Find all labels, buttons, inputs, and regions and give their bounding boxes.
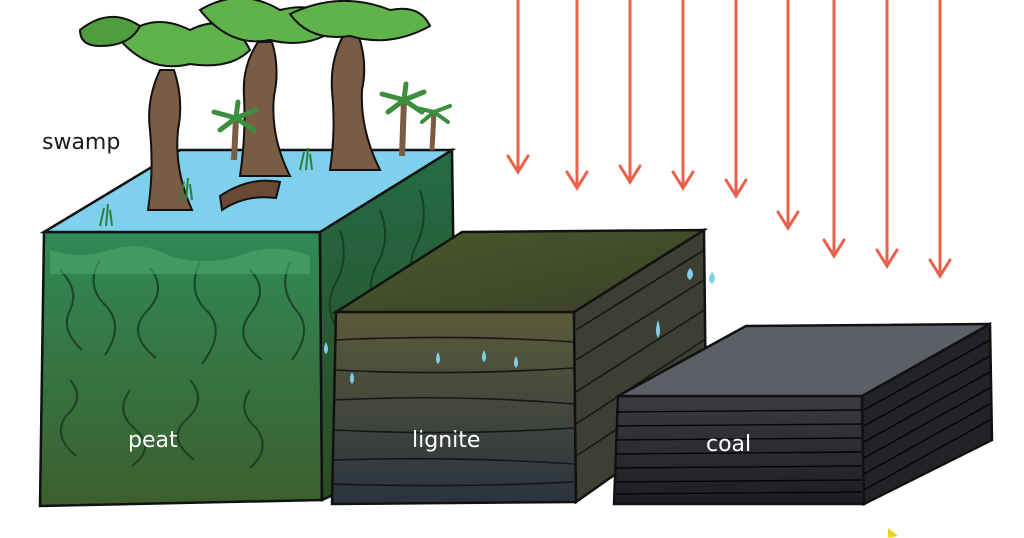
coal-label: coal bbox=[706, 432, 752, 457]
coal-block bbox=[612, 321, 994, 507]
lignite-label: lignite bbox=[412, 428, 481, 453]
pressure-arrows bbox=[506, 0, 952, 279]
water-droplet-icon bbox=[324, 268, 715, 384]
pressure-arrow bbox=[565, 0, 589, 191]
tree-icon bbox=[288, 0, 432, 171]
palm-icon bbox=[211, 99, 259, 161]
pressure-arrow bbox=[822, 0, 846, 259]
palm-icon bbox=[379, 81, 427, 157]
swamp-label: swamp bbox=[42, 130, 121, 155]
tree-icon bbox=[78, 15, 252, 211]
lignite-block bbox=[324, 227, 715, 506]
pressure-arrow bbox=[928, 0, 952, 279]
pressure-arrow bbox=[671, 0, 695, 191]
pressure-arrow bbox=[506, 0, 530, 175]
swamp-vegetation bbox=[78, 0, 452, 227]
pressure-arrow bbox=[776, 0, 800, 231]
peat-label: peat bbox=[128, 428, 178, 453]
pressure-arrow bbox=[724, 0, 748, 199]
pressure-arrow bbox=[875, 0, 899, 269]
pressure-arrow bbox=[618, 0, 642, 185]
palm-icon bbox=[414, 104, 452, 151]
